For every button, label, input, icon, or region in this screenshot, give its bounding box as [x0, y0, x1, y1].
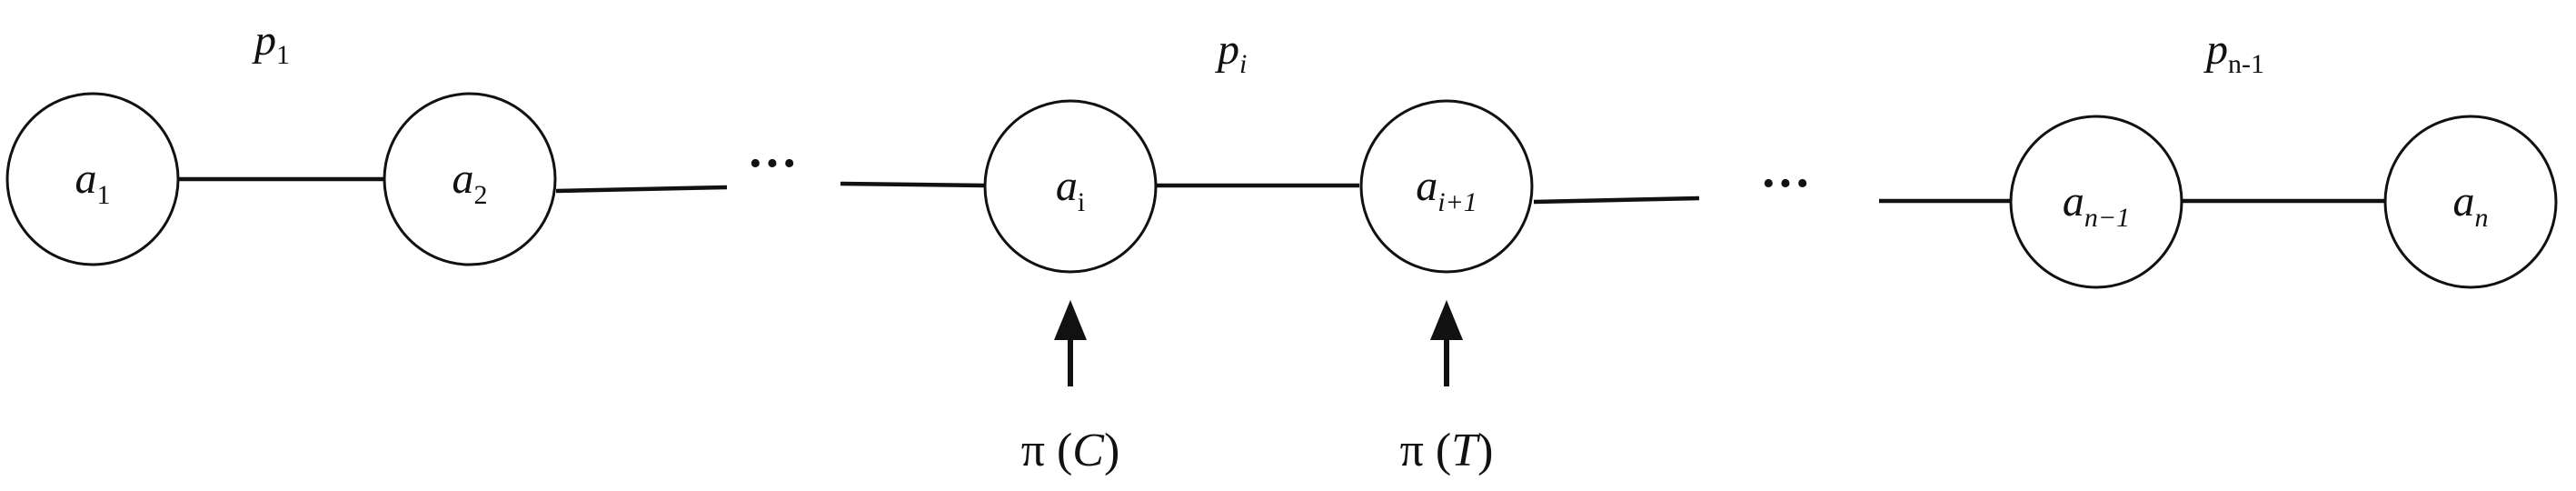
- pointer-label-pi-c: π (C): [1021, 425, 1120, 476]
- ellipsis-left: ···: [747, 135, 798, 192]
- edge-ai1-ellipsis: [1533, 195, 1700, 205]
- edges: [178, 176, 2384, 205]
- node-ai1: ai+1: [1359, 99, 1534, 274]
- pointer-label-pi-t: π (T): [1400, 425, 1494, 476]
- arrow-up-icon: [1054, 300, 1087, 340]
- pointer-arrow-c: [1054, 300, 1087, 386]
- node-circle: [2383, 115, 2558, 289]
- node-circle: [1359, 99, 1534, 274]
- edge-ellipsis-ai: [840, 181, 985, 188]
- edge-a2-ellipsis: [555, 185, 728, 194]
- node-ai: ai: [983, 99, 1158, 274]
- node-circle: [2009, 115, 2183, 289]
- node-label: a2: [453, 155, 488, 210]
- node-label: ai+1: [1416, 162, 1477, 217]
- node-circle: [383, 92, 557, 266]
- node-an1: an−1: [2009, 115, 2183, 289]
- node-label: an−1: [2063, 177, 2130, 233]
- node-a1: a1: [5, 92, 180, 266]
- node-a2: a2: [383, 92, 557, 266]
- node-label: ai: [1056, 162, 1085, 217]
- node-circle: [5, 92, 180, 266]
- pointer-arrow-t: [1430, 300, 1463, 386]
- path-label-pn1: pn-1: [2203, 25, 2264, 79]
- arrow-up-icon: [1430, 300, 1463, 340]
- node-circle: [983, 99, 1158, 274]
- path-label-p1: p1: [252, 16, 290, 70]
- node-label: an: [2453, 177, 2489, 233]
- node-an: an: [2383, 115, 2558, 289]
- ellipsis-right: ···: [1760, 155, 1811, 212]
- path-label-pi: pi: [1215, 25, 1247, 79]
- node-label: a1: [75, 155, 111, 210]
